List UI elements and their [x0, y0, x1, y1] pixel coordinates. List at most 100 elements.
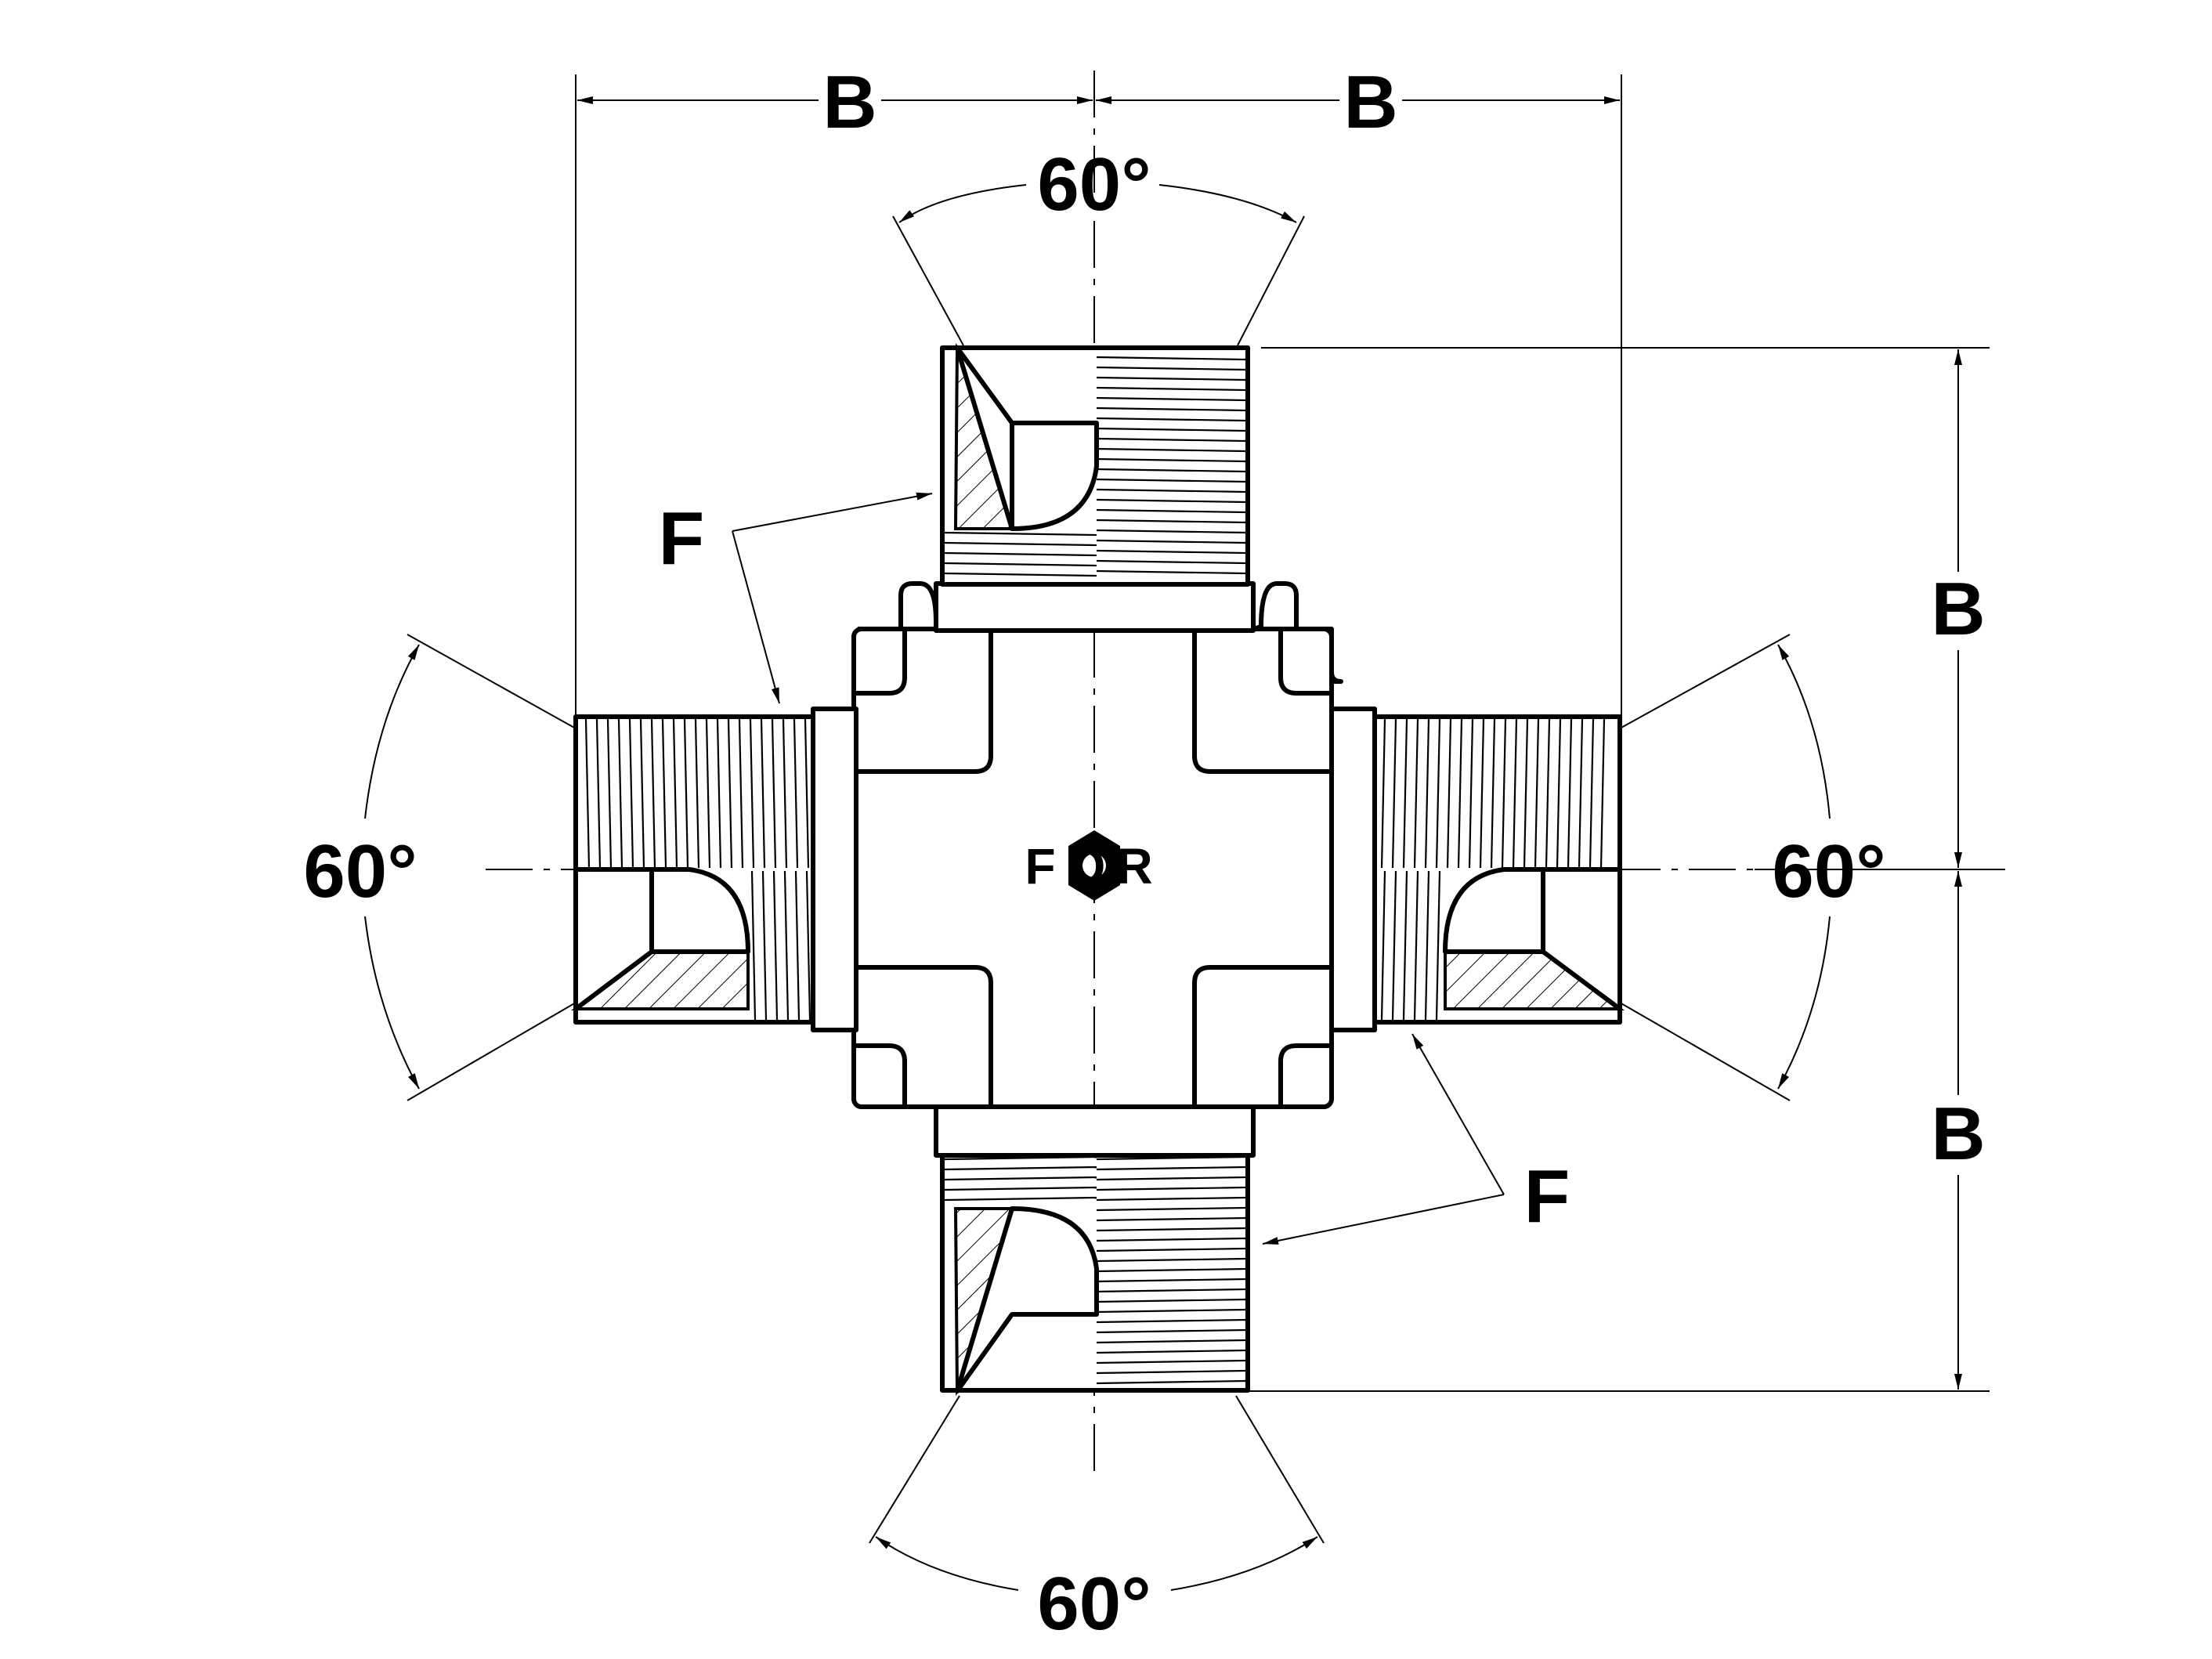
thread-line: [944, 1176, 1097, 1181]
thread-line: [1380, 870, 1386, 1021]
thread-line: [1096, 366, 1246, 371]
dim-label-b-right-upper: B: [1931, 567, 1985, 651]
thread-line: [1096, 1247, 1246, 1252]
thread-line: [1096, 1339, 1246, 1344]
angle-label-right: 60°: [1772, 830, 1885, 913]
thread-line: [606, 718, 613, 869]
thread-line: [1545, 718, 1551, 869]
thread-line: [783, 870, 790, 1021]
thread-line: [805, 870, 811, 1021]
thread-line: [1413, 718, 1419, 869]
thread-line: [944, 541, 1097, 547]
thread-line: [1096, 1349, 1246, 1354]
thread-line: [1096, 1257, 1246, 1263]
thread-line: [1096, 1379, 1246, 1385]
angle-label-top: 60°: [1037, 143, 1151, 226]
thread-line: [1096, 457, 1246, 463]
thread-line: [1096, 488, 1246, 493]
thread-line: [727, 718, 733, 869]
thread-line: [1096, 1318, 1246, 1324]
thread-line: [1096, 519, 1246, 524]
thread-line: [944, 572, 1097, 577]
top-threaded-arm: [934, 342, 1256, 633]
thread-line: [1567, 718, 1573, 869]
thread-line: [1096, 437, 1246, 443]
thread-line: [1096, 1176, 1246, 1181]
thread-line: [944, 531, 1097, 537]
thread-line: [1413, 870, 1419, 1021]
thread-line: [1096, 559, 1246, 565]
thread-line: [793, 718, 799, 869]
thread-line: [1424, 870, 1430, 1021]
thread-line: [1490, 718, 1496, 869]
thread-line: [1096, 356, 1246, 361]
thread-line: [944, 1155, 1097, 1161]
left-threaded-arm: [571, 707, 858, 1032]
thread-line: [705, 718, 711, 869]
thread-line: [1589, 718, 1595, 869]
bottom-threaded-arm: [934, 1104, 1256, 1397]
thread-line: [1096, 1196, 1246, 1202]
thread-line: [1402, 718, 1408, 869]
thread-line: [584, 718, 591, 869]
thread-line: [1457, 718, 1463, 869]
thread-line: [1096, 529, 1246, 534]
dimension-lines: [575, 74, 1990, 1392]
thread-line: [694, 718, 700, 869]
thread-line: [944, 1166, 1097, 1171]
thread-line: [1096, 569, 1246, 575]
thread-line: [1096, 1155, 1246, 1161]
thread-line: [1096, 1308, 1246, 1314]
thread-line: [1096, 1267, 1246, 1273]
thread-line: [1523, 718, 1529, 869]
thread-line: [1479, 718, 1485, 869]
thread-line: [1096, 1227, 1246, 1232]
thread-line: [1096, 386, 1246, 392]
thread-line: [1446, 718, 1452, 869]
f-label-upper: F: [659, 497, 705, 580]
thread-line: [760, 718, 766, 869]
angle-label-bottom: 60°: [1037, 1562, 1151, 1646]
thread-line: [738, 718, 744, 869]
thread-line: [1096, 1328, 1246, 1334]
thread-line: [1096, 396, 1246, 402]
thread-line: [1556, 718, 1562, 869]
dim-label-b-right-lower: B: [1931, 1092, 1985, 1176]
thread-line: [628, 718, 634, 869]
thread-line: [1096, 539, 1246, 544]
thread-line: [750, 870, 757, 1021]
thread-line: [639, 718, 645, 869]
thread-line: [1501, 718, 1507, 869]
thread-line: [771, 718, 777, 869]
thread-line: [1096, 1278, 1246, 1283]
thread-line: [749, 718, 755, 869]
thread-line: [1096, 1186, 1246, 1191]
thread-line: [617, 718, 623, 869]
thread-line: [1424, 718, 1430, 869]
thread-line: [1096, 1359, 1246, 1364]
for-logo: FOR: [1025, 830, 1153, 901]
thread-line: [944, 1186, 1097, 1191]
thread-line: [794, 870, 801, 1021]
thread-line: [595, 718, 602, 869]
thread-line: [804, 718, 810, 869]
dim-label-b-top-left: B: [822, 60, 876, 144]
thread-line: [782, 718, 788, 869]
thread-line: [1096, 1298, 1246, 1303]
thread-line: [1380, 718, 1386, 869]
thread-line: [1096, 1237, 1246, 1242]
thread-line: [1402, 870, 1408, 1021]
thread-line: [1096, 407, 1246, 412]
thread-line: [650, 718, 656, 869]
angle-dimensions: [364, 184, 1831, 1591]
thread-line: [1096, 478, 1246, 483]
thread-line: [672, 718, 678, 869]
thread-line: [1096, 417, 1246, 422]
thread-line: [1512, 718, 1518, 869]
thread-line: [1096, 1206, 1246, 1212]
thread-line: [1096, 447, 1246, 453]
thread-line: [1096, 468, 1246, 473]
thread-line: [1096, 508, 1246, 514]
thread-line: [1096, 1369, 1246, 1375]
